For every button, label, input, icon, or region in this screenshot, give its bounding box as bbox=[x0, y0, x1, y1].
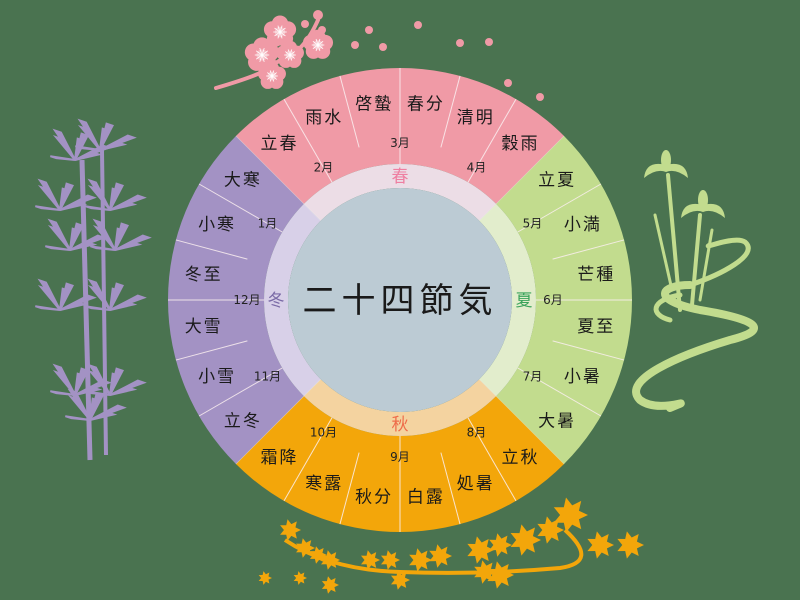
bamboo-icon bbox=[35, 118, 152, 461]
term-divider bbox=[552, 239, 625, 260]
solar-term-label: 小暑 bbox=[564, 367, 602, 387]
term-divider bbox=[467, 98, 517, 183]
solar-term-label: 立夏 bbox=[538, 170, 576, 190]
solar-term-label: 処暑 bbox=[457, 474, 495, 494]
solar-term-label: 大暑 bbox=[538, 412, 576, 432]
plum-blossom-icon bbox=[214, 10, 544, 101]
season-inner-ring bbox=[303, 379, 497, 436]
term-divider bbox=[283, 98, 333, 183]
solar-term-label: 穀雨 bbox=[502, 134, 540, 154]
solar-term-label: 秋分 bbox=[355, 487, 393, 507]
solar-term-label: 啓蟄 bbox=[355, 95, 393, 115]
term-divider bbox=[517, 367, 602, 417]
month-label: 5月 bbox=[523, 217, 543, 231]
season-boundary bbox=[235, 378, 322, 465]
month-label: 4月 bbox=[467, 160, 487, 174]
season-label: 秋 bbox=[392, 415, 409, 435]
season-label: 夏 bbox=[516, 291, 533, 311]
solar-term-label: 冬至 bbox=[185, 265, 223, 285]
season-inner-ring bbox=[264, 203, 321, 397]
term-divider bbox=[283, 417, 333, 502]
solar-term-label: 寒露 bbox=[305, 474, 343, 494]
season-boundary bbox=[478, 378, 565, 465]
solar-term-label: 芒種 bbox=[577, 265, 615, 285]
season-label: 春 bbox=[392, 167, 409, 187]
solar-term-label: 小寒 bbox=[198, 215, 236, 235]
month-label: 7月 bbox=[523, 370, 543, 384]
solar-term-label: 小満 bbox=[564, 215, 602, 235]
month-label: 8月 bbox=[467, 426, 487, 440]
season-boundary bbox=[478, 135, 565, 222]
season-inner-ring bbox=[479, 203, 536, 397]
solar-term-label: 白露 bbox=[407, 487, 445, 507]
solar-term-label: 小雪 bbox=[198, 367, 236, 387]
season-boundary bbox=[235, 135, 322, 222]
term-divider bbox=[552, 340, 625, 361]
month-label: 6月 bbox=[543, 293, 563, 307]
term-divider bbox=[175, 239, 248, 260]
term-divider bbox=[175, 340, 248, 361]
term-divider bbox=[440, 452, 461, 525]
term-divider bbox=[198, 183, 283, 233]
month-label: 9月 bbox=[390, 450, 410, 464]
solar-term-label: 清明 bbox=[457, 108, 495, 128]
solar-term-label: 立冬 bbox=[224, 412, 262, 432]
solar-term-label: 霜降 bbox=[260, 448, 298, 468]
iris-stream-icon bbox=[632, 150, 758, 412]
month-label: 2月 bbox=[314, 160, 334, 174]
solar-term-label: 夏至 bbox=[577, 317, 615, 337]
solar-term-label: 雨水 bbox=[305, 108, 343, 128]
term-divider bbox=[198, 367, 283, 417]
month-label: 11月 bbox=[254, 370, 281, 384]
season-winter: 立冬 小雪 大雪 冬至 小寒 大寒 11月 12月 1月冬 bbox=[168, 135, 321, 465]
solar-term-label: 立春 bbox=[260, 134, 298, 154]
month-label: 10月 bbox=[310, 426, 337, 440]
term-divider bbox=[339, 452, 360, 525]
season-spring: 立春雨水啓蟄春分清明穀雨 2月 3月 4月春 bbox=[235, 68, 565, 221]
term-divider bbox=[440, 75, 461, 148]
term-divider bbox=[467, 417, 517, 502]
solar-term-label: 春分 bbox=[407, 95, 445, 115]
maple-branch-icon bbox=[258, 497, 644, 594]
season-label: 冬 bbox=[268, 291, 285, 311]
solar-term-label: 大雪 bbox=[185, 317, 223, 337]
term-divider bbox=[339, 75, 360, 148]
term-divider bbox=[517, 183, 602, 233]
season-inner-ring bbox=[303, 164, 497, 221]
month-label: 12月 bbox=[233, 293, 260, 307]
solar-term-label: 大寒 bbox=[224, 170, 262, 190]
month-label: 1月 bbox=[258, 217, 278, 231]
solar-term-label: 立秋 bbox=[502, 448, 540, 468]
month-label: 3月 bbox=[390, 136, 410, 150]
center-disc bbox=[288, 188, 512, 412]
center-title: 二十四節気 bbox=[303, 281, 498, 321]
